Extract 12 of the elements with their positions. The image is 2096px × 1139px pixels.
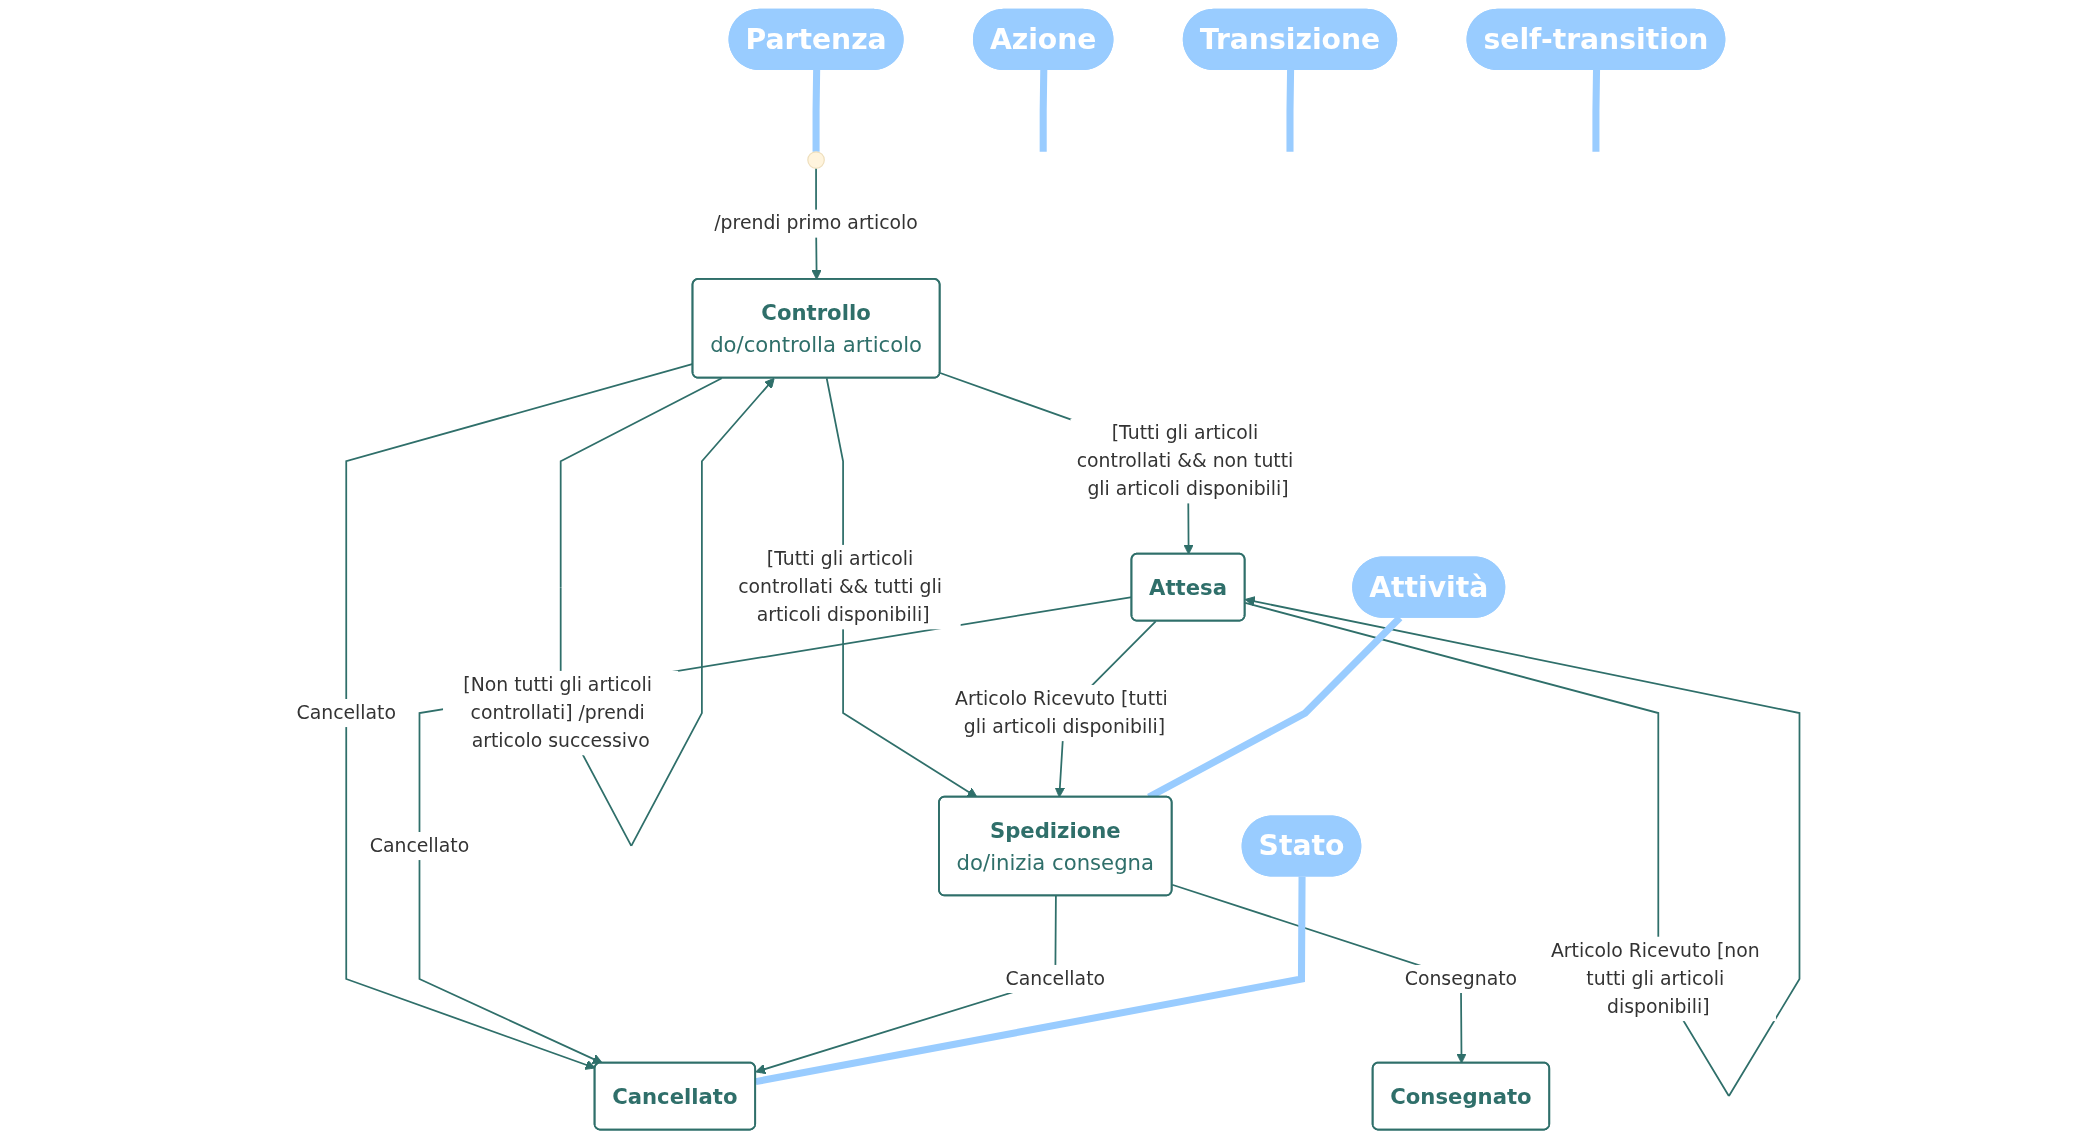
edge-label: [Tutti gli articoli controllati && tutti gli articoli disponibili]: [738, 547, 942, 626]
edge-label: /prendi primo articolo: [714, 211, 918, 235]
edge-label: Consegnato: [1404, 967, 1518, 990]
connector: [812, 69, 821, 152]
edge-label: Articolo Ricevuto [tutti gli articoli disponibili]: [955, 687, 1168, 738]
edge-label: Articolo Ricevuto [non tutti gli articoli disponibili]: [1550, 938, 1760, 1018]
edge-label: Cancellato: [296, 701, 396, 724]
edge-label: Cancellato: [1005, 967, 1106, 990]
node-circle: [807, 151, 825, 169]
edge-label: [Non tutti gli articoli controllati] /prendi articolo successivo: [463, 673, 653, 752]
edge-label: Cancellato: [369, 834, 470, 857]
edge-label: [Tutti gli articoli controllati && non tutti gli articoli disponibili]: [1076, 421, 1294, 501]
